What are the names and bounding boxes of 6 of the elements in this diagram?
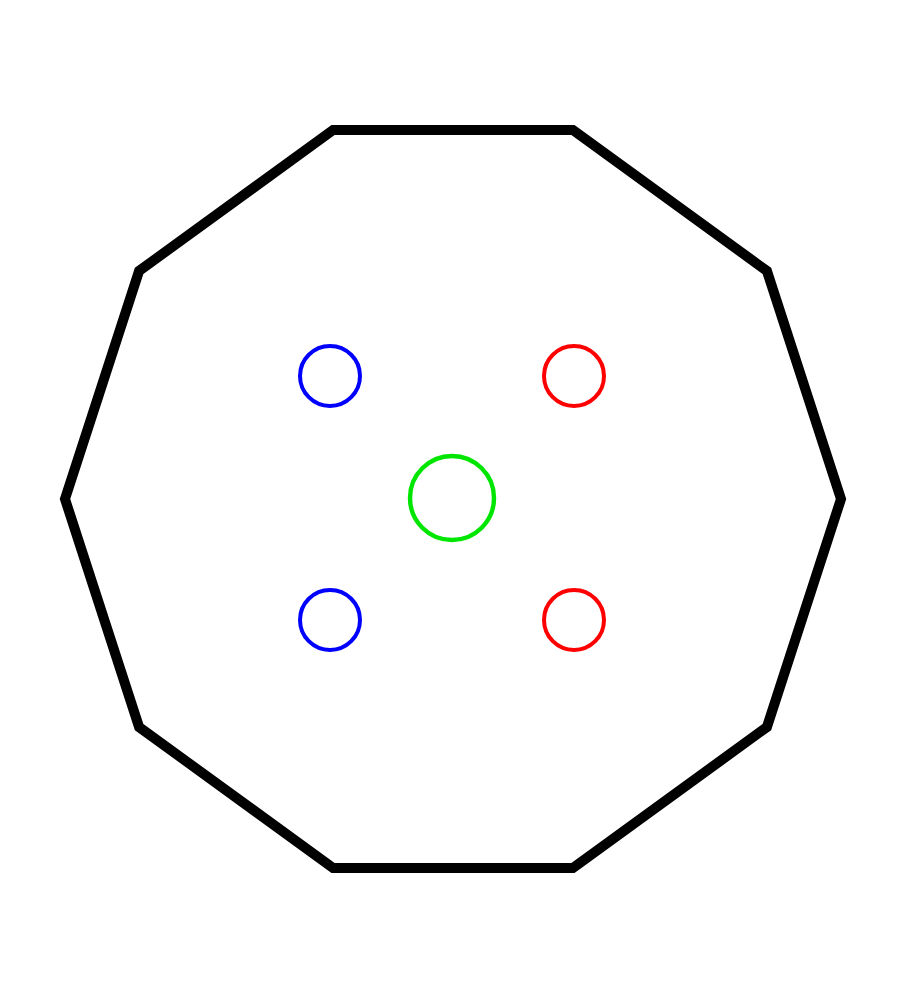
circle xyxy=(407,453,497,543)
circle xyxy=(298,588,362,652)
circle xyxy=(542,344,606,408)
circle xyxy=(542,588,606,652)
decagon-outline xyxy=(59,124,847,873)
circle xyxy=(298,344,362,408)
